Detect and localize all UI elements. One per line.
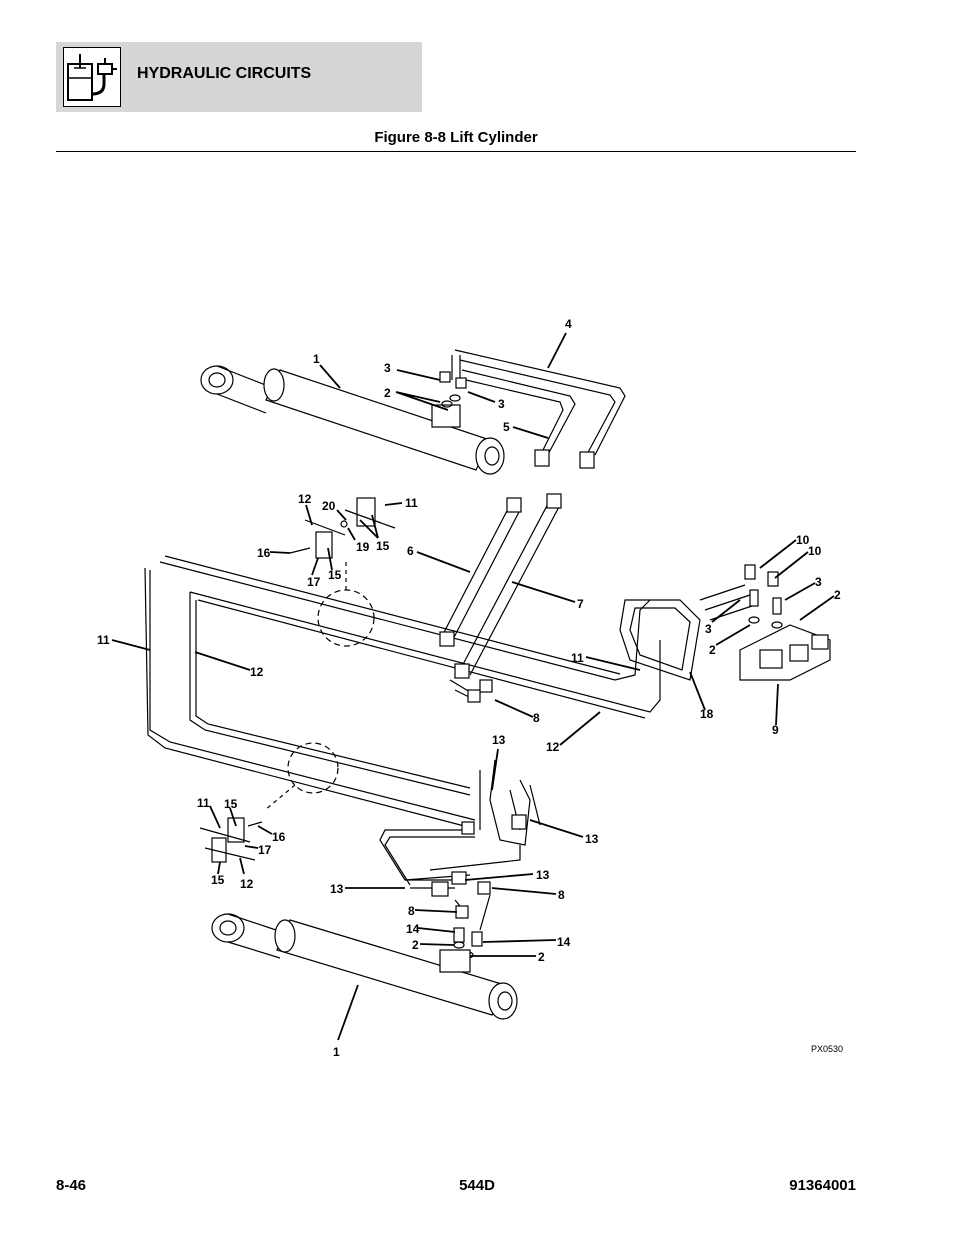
callout-12: 12 [240,877,254,891]
callout-12: 12 [298,492,312,506]
callout-11: 11 [97,633,110,647]
header-rule [56,151,856,152]
callout-11: 11 [197,796,210,810]
callout-3: 3 [498,397,505,411]
callout-16: 16 [257,546,271,560]
callout-3: 3 [384,361,391,375]
callout-7: 7 [577,597,584,611]
section-title: HYDRAULIC CIRCUITS [137,65,312,82]
callout-4: 4 [565,317,572,331]
callout-3: 3 [815,575,822,589]
control-valve [619,564,831,681]
long-tube-loop [144,555,661,829]
model-number: 544D [459,1177,495,1194]
callout-13: 13 [536,868,550,882]
page-number: 8-46 [56,1177,87,1194]
callout-8: 8 [533,711,540,725]
callout-1: 1 [313,352,320,366]
callout-20: 20 [322,499,336,513]
callout-14: 14 [557,935,571,949]
detail-circle-lower [287,742,339,794]
upper-tube-assembly [439,349,626,469]
callout-12: 12 [546,740,560,754]
callout-8: 8 [408,904,415,918]
callout-11: 11 [571,651,584,665]
callout-16: 16 [272,830,286,844]
lower-lift-cylinder [211,913,518,1020]
callout-14: 14 [406,922,420,936]
callout-2: 2 [412,938,419,952]
callout-17: 17 [258,843,272,857]
callout-13: 13 [330,882,344,896]
callout-9: 9 [772,723,779,737]
hydraulic-circuit-icon [63,47,121,107]
callout-15: 15 [224,797,238,811]
upper-lift-cylinder [200,365,505,475]
leader-lines [111,332,835,1041]
callout-2: 2 [834,588,841,602]
callout-6: 6 [407,544,414,558]
callout-13: 13 [492,733,506,747]
callout-13: 13 [585,832,599,846]
callout-8: 8 [558,888,565,902]
callout-10: 10 [808,544,822,558]
callout-12: 12 [250,665,264,679]
callout-2: 2 [538,950,545,964]
callout-3: 3 [705,622,712,636]
diagonal-tubes [439,493,562,703]
callout-10: 10 [796,533,810,547]
callout-15: 15 [211,873,225,887]
drawing-id: PX0530 [811,1044,843,1054]
callout-15: 15 [328,568,342,582]
lower-hoses [379,759,541,959]
callout-17: 17 [307,575,321,589]
callout-11: 11 [405,496,418,510]
callout-15: 15 [376,539,390,553]
callout-2: 2 [709,643,716,657]
callout-5: 5 [503,420,510,434]
part-number: 91364001 [789,1177,856,1194]
callout-19: 19 [356,540,370,554]
callout-2: 2 [384,386,391,400]
callout-1: 1 [333,1045,340,1059]
callout-18: 18 [700,707,714,721]
figure-title: Figure 8-8 Lift Cylinder [374,129,538,146]
lower-clamp-parts [199,817,263,863]
